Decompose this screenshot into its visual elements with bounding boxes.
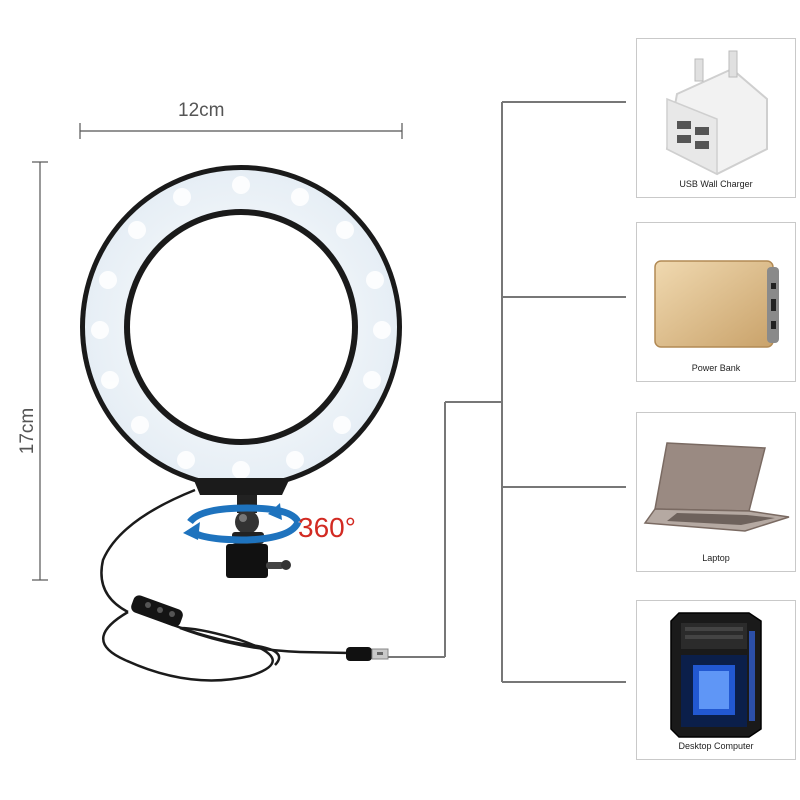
- width-label: 12cm: [178, 100, 225, 121]
- ring-light: [80, 165, 402, 495]
- device-card-laptop: Laptop: [636, 412, 796, 572]
- device-card-usb-wall-charger: USB Wall Charger: [636, 38, 796, 198]
- inline-switch: [131, 595, 183, 627]
- device-card-power-bank: Power Bank: [636, 222, 796, 382]
- desktop-computer-icon: [670, 612, 762, 738]
- rotation-label: 360°: [298, 512, 356, 543]
- usb-cable: [100, 488, 351, 682]
- device-card-desktop-computer: Desktop Computer: [636, 600, 796, 760]
- usb-wall-charger-icon: [665, 50, 768, 176]
- device-label: Power Bank: [691, 363, 741, 373]
- laptop-icon: [643, 442, 790, 532]
- height-dimension-line: [32, 161, 48, 581]
- led-dots: [91, 176, 391, 479]
- device-label: Laptop: [702, 553, 730, 563]
- rotation-arrow-icon: [183, 503, 302, 544]
- device-label: Desktop Computer: [678, 741, 754, 751]
- usb-plug-icon: [346, 647, 389, 661]
- device-label: USB Wall Charger: [679, 179, 753, 189]
- power-bank-icon: [654, 260, 779, 348]
- width-dimension-line: [79, 123, 403, 139]
- height-label: 17cm: [17, 407, 38, 455]
- connector-lines: [388, 101, 626, 683]
